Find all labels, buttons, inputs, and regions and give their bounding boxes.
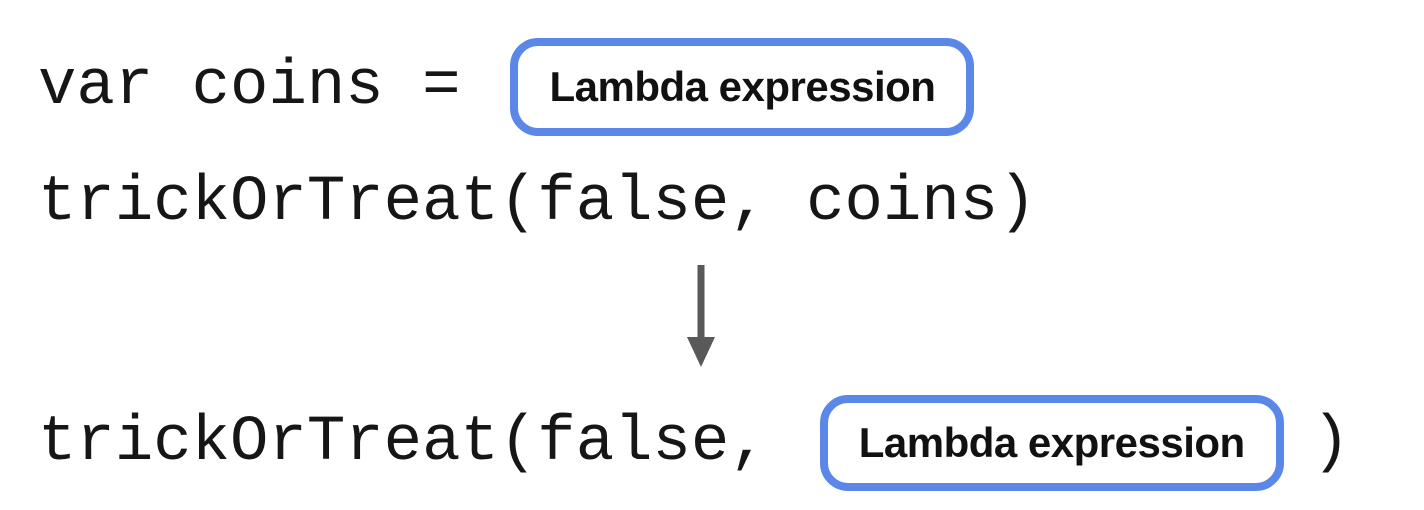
result-code-suffix: ) xyxy=(1311,407,1351,479)
call-code: trickOrTreat(false, coins) xyxy=(38,167,1037,239)
lambda-expression-box-result: Lambda expression xyxy=(819,395,1284,491)
lambda-expression-label: Lambda expression xyxy=(549,63,936,110)
lambda-expression-box-assignment: Lambda expression xyxy=(510,38,975,136)
assignment-code: var coins = xyxy=(38,51,461,123)
result-line: trickOrTreat(false, Lambda expression ) xyxy=(38,394,1350,492)
down-arrow-icon xyxy=(687,265,715,367)
lambda-expression-label: Lambda expression xyxy=(858,419,1245,466)
assignment-line: var coins = Lambda expression xyxy=(38,37,975,137)
result-code-prefix: trickOrTreat(false, xyxy=(38,407,768,479)
call-line: trickOrTreat(false, coins) xyxy=(38,168,1037,238)
